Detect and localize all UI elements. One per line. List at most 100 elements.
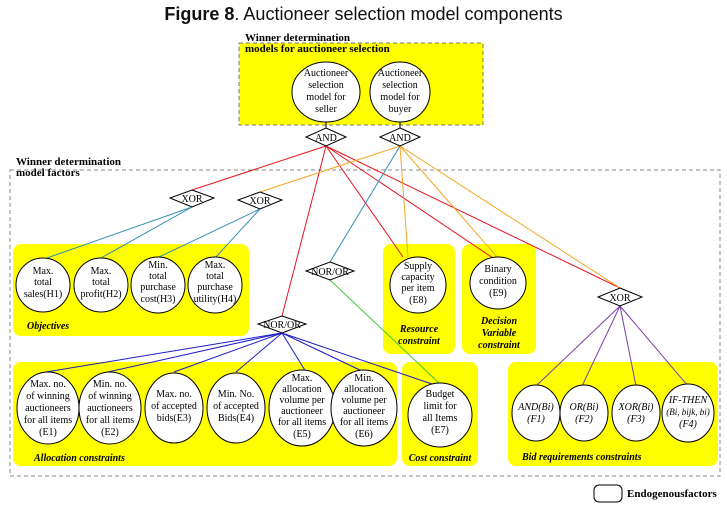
svg-text:bids(E3): bids(E3) [157,413,191,424]
svg-text:auctioneers: auctioneers [87,403,133,414]
svg-text:(F1): (F1) [527,414,545,425]
buyer-line-1: Auctioneer [378,68,423,79]
svg-text:XOR(Bi): XOR(Bi) [618,402,655,413]
svg-text:of accepted: of accepted [151,401,197,412]
svg-text:condition: condition [479,276,517,287]
legend-label: Endogenousfactors [627,488,718,500]
node-buyer-model: Auctioneer selection model for buyer [369,61,431,123]
gate-xor-a: XOR [168,189,216,208]
svg-text:volume per: volume per [279,395,325,406]
svg-text:NOR/OR: NOR/OR [311,267,349,278]
svg-text:capacity: capacity [401,272,434,283]
top-group-label-1: Winner determination [245,32,350,44]
svg-text:Supply: Supply [404,261,432,272]
svg-text:limit for: limit for [423,401,457,412]
svg-text:for all items: for all items [278,417,326,428]
figure-caption: Auctioneer selection model components [243,4,563,24]
svg-text:Max.: Max. [205,260,226,271]
svg-text:(F4): (F4) [679,419,697,430]
svg-text:of winning: of winning [26,391,70,402]
svg-text:Budget: Budget [426,389,455,400]
svg-text:Min.: Min. [354,373,373,384]
seller-line-2: selection [308,80,344,91]
node-min-winning-auctioneers: Min. no. of winning auctioneers for all … [78,371,142,445]
factors-group-label-2: model factors [16,167,81,179]
buyer-line-2: selection [382,80,418,91]
connectors [45,122,689,387]
svg-text:total: total [206,271,224,282]
node-and-bi: AND(Bi) (F1) [511,384,561,442]
figure-number: Figure 8 [164,4,235,24]
svg-text:total: total [92,277,110,288]
cost-caption: Cost constraint [409,453,473,464]
svg-text:purchase: purchase [197,282,233,293]
svg-text:XOR: XOR [249,196,270,207]
svg-text:purchase: purchase [140,282,176,293]
node-xor-bi: XOR(Bi) (F3) [611,384,661,442]
svg-text:per item: per item [401,283,434,294]
svg-text:Max.: Max. [292,373,313,384]
svg-text:auctioneers: auctioneers [25,403,71,414]
node-or-bi: OR(Bi) (F2) [559,384,609,442]
svg-text:Max. no.: Max. no. [156,389,192,400]
svg-text:XOR: XOR [181,194,202,205]
svg-text:AND: AND [315,133,337,144]
svg-text:(Bi, bijk, bi): (Bi, bijk, bi) [666,407,710,417]
svg-text:(E5): (E5) [293,429,311,440]
svg-text:Bids(E4): Bids(E4) [218,413,254,424]
figure-title: Figure 8. Auctioneer selection model com… [164,4,563,24]
node-budget-limit: Budget limit for all Items (E7) [407,382,473,448]
svg-text:allocation: allocation [282,384,321,395]
svg-text:Max.: Max. [91,266,112,277]
svg-text:(E9): (E9) [489,288,507,299]
svg-text:of winning: of winning [88,391,132,402]
node-max-total-sales: Max. total sales(H1) [15,257,71,313]
svg-text:Max.: Max. [33,266,54,277]
svg-text:total: total [149,271,167,282]
svg-text:Max. no.: Max. no. [30,379,66,390]
svg-text:utility(H4): utility(H4) [194,294,237,305]
svg-text:NOR/OR: NOR/OR [263,320,301,331]
svg-text:Min.: Min. [148,260,167,271]
svg-text:(E2): (E2) [101,427,119,438]
resource-caption-2: constraint [398,336,441,347]
seller-line-1: Auctioneer [304,68,349,79]
node-max-total-purchase-utility: Max. total purchase utility(H4) [187,256,243,314]
svg-text:all Items: all Items [423,413,458,424]
svg-text:allocation: allocation [344,384,383,395]
svg-text:cost(H3): cost(H3) [141,294,176,305]
seller-line-3: model for [306,92,346,103]
svg-text:(E1): (E1) [39,427,57,438]
svg-text:(F2): (F2) [575,414,593,425]
factors-group-box [9,169,721,477]
gate-xor-right: XOR [596,287,644,307]
buyer-line-3: model for [380,92,420,103]
svg-text:OR(Bi): OR(Bi) [570,402,600,413]
node-seller-model: Auctioneer selection model for seller [291,61,361,123]
legend-swatch [593,484,623,503]
top-group-box [238,42,484,126]
bid-caption: Bid requirements constraints [521,452,642,463]
allocation-caption: Allocation constraints [33,453,125,464]
node-min-allocation-volume: Min. allocation volume per auctioneer fo… [330,369,398,447]
svg-text:volume per: volume per [341,395,387,406]
svg-text:sales(H1): sales(H1) [24,289,62,300]
node-max-accepted-bids: Max. no. of accepted bids(E3) [144,372,204,444]
svg-text:Binary: Binary [484,264,511,275]
svg-text:(F3): (F3) [627,414,645,425]
node-if-then: IF-THEN (Bi, bijk, bi) (F4) [661,383,715,443]
svg-text:Min. no.: Min. no. [93,379,127,390]
objectives-caption: Objectives [27,321,69,332]
seller-line-4: seller [315,104,337,115]
svg-text:AND: AND [389,133,411,144]
svg-text:profit(H2): profit(H2) [80,289,121,300]
decision-caption-3: constraint [478,340,521,351]
gate-xor-b: XOR [236,191,284,210]
svg-text:auctioneer: auctioneer [281,406,323,417]
svg-text:total: total [34,277,52,288]
node-max-total-profit: Max. total profit(H2) [73,257,129,313]
svg-text:IF-THEN: IF-THEN [668,395,709,406]
node-max-winning-auctioneers: Max. no. of winning auctioneers for all … [16,371,80,445]
buyer-line-4: buyer [389,104,412,115]
svg-text:for all items: for all items [86,415,134,426]
